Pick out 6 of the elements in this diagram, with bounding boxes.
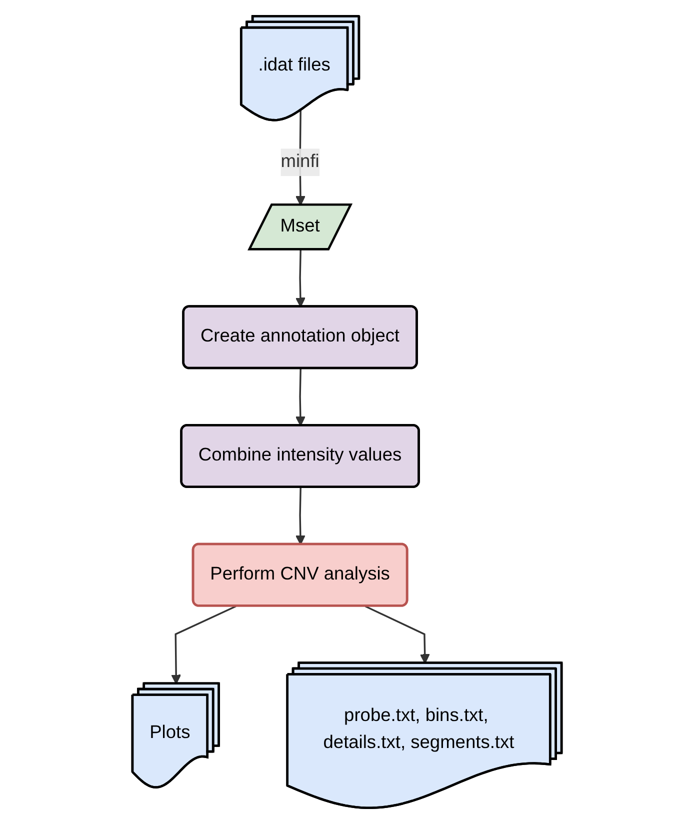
arrow bbox=[295, 368, 306, 426]
arrow bbox=[295, 249, 306, 307]
edge-label: minfi bbox=[280, 152, 320, 172]
arrow bbox=[295, 486, 306, 544]
arrow bbox=[171, 604, 236, 684]
arrow bbox=[364, 604, 430, 664]
